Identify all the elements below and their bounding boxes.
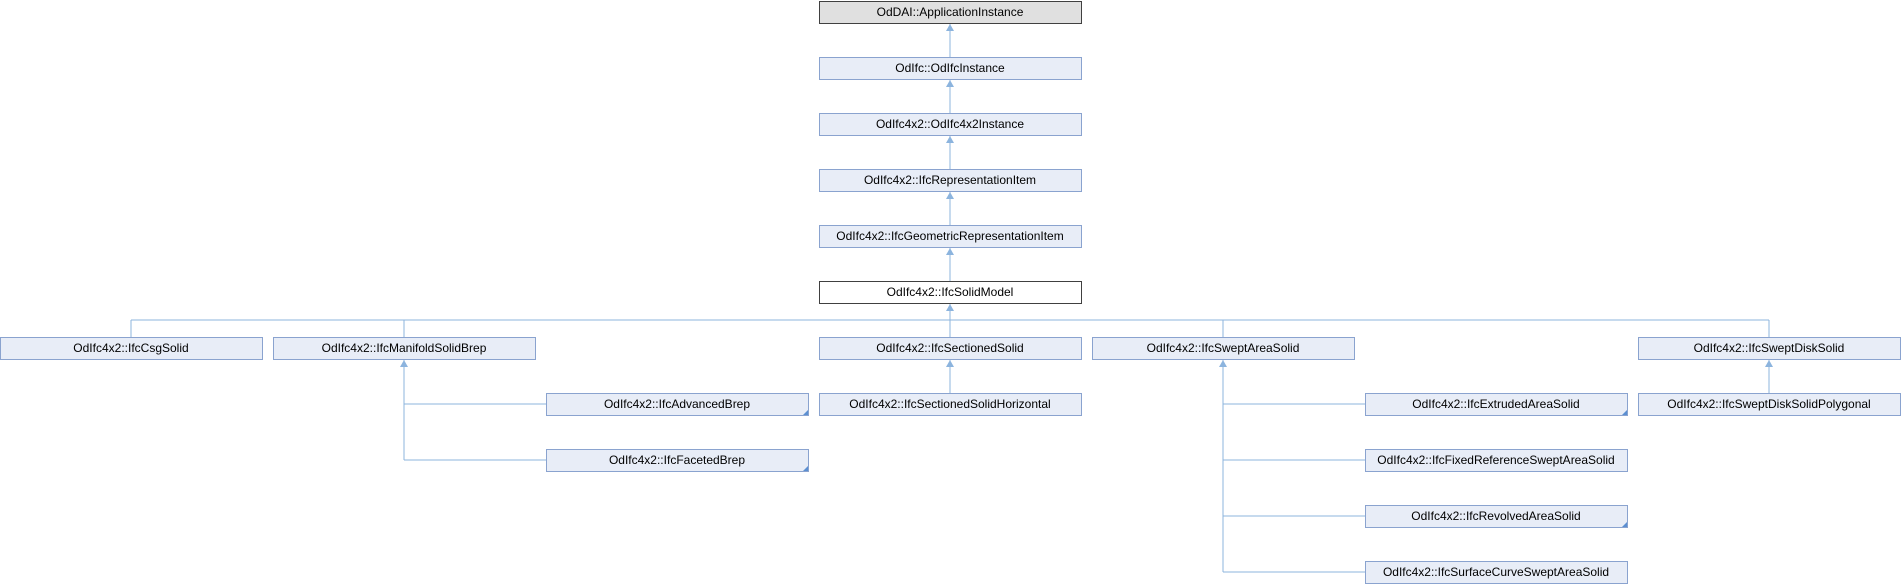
node-ifc4x2-instance[interactable]: OdIfc4x2::OdIfc4x2Instance — [819, 113, 1082, 136]
node-sectioned-solid-horizontal[interactable]: OdIfc4x2::IfcSectionedSolidHorizontal — [819, 393, 1082, 416]
node-csg-solid[interactable]: OdIfc4x2::IfcCsgSolid — [0, 337, 263, 360]
node-advanced-brep[interactable]: OdIfc4x2::IfcAdvancedBrep — [546, 393, 809, 416]
node-label: OdIfc4x2::IfcExtrudedAreaSolid — [1412, 397, 1579, 411]
node-faceted-brep[interactable]: OdIfc4x2::IfcFacetedBrep — [546, 449, 809, 472]
node-swept-area-solid[interactable]: OdIfc4x2::IfcSweptAreaSolid — [1092, 337, 1355, 360]
node-label: OdIfc4x2::IfcSurfaceCurveSweptAreaSolid — [1383, 565, 1609, 579]
node-label: OdIfc4x2::OdIfc4x2Instance — [876, 117, 1024, 131]
node-ifc-instance[interactable]: OdIfc::OdIfcInstance — [819, 57, 1082, 80]
has-subclasses-marker — [803, 410, 808, 415]
node-application-instance[interactable]: OdDAI::ApplicationInstance — [819, 1, 1082, 24]
node-manifold-solid-brep[interactable]: OdIfc4x2::IfcManifoldSolidBrep — [273, 337, 536, 360]
node-label: OdIfc4x2::IfcRevolvedAreaSolid — [1411, 509, 1580, 523]
has-subclasses-marker — [1622, 522, 1627, 527]
node-surface-curve-swept-area-solid[interactable]: OdIfc4x2::IfcSurfaceCurveSweptAreaSolid — [1365, 561, 1628, 584]
node-label: OdIfc4x2::IfcFixedReferenceSweptAreaSoli… — [1377, 453, 1614, 467]
node-label: OdIfc4x2::IfcSectionedSolidHorizontal — [849, 397, 1050, 411]
node-swept-disk-solid-polygonal[interactable]: OdIfc4x2::IfcSweptDiskSolidPolygonal — [1638, 393, 1901, 416]
node-label: OdIfc4x2::IfcSweptDiskSolid — [1694, 341, 1845, 355]
node-label: OdIfc::OdIfcInstance — [895, 61, 1005, 75]
edges — [130, 24, 1773, 573]
node-label: OdIfc4x2::IfcAdvancedBrep — [604, 397, 750, 411]
node-label: OdIfc4x2::IfcSolidModel — [887, 285, 1014, 299]
node-representation-item[interactable]: OdIfc4x2::IfcRepresentationItem — [819, 169, 1082, 192]
node-label: OdIfc4x2::IfcCsgSolid — [73, 341, 188, 355]
node-label: OdIfc4x2::IfcSweptAreaSolid — [1147, 341, 1300, 355]
node-label: OdIfc4x2::IfcSectionedSolid — [876, 341, 1023, 355]
node-label: OdIfc4x2::IfcRepresentationItem — [864, 173, 1036, 187]
has-subclasses-marker — [803, 466, 808, 471]
node-label: OdDAI::ApplicationInstance — [877, 5, 1024, 19]
node-extruded-area-solid[interactable]: OdIfc4x2::IfcExtrudedAreaSolid — [1365, 393, 1628, 416]
node-swept-disk-solid[interactable]: OdIfc4x2::IfcSweptDiskSolid — [1638, 337, 1901, 360]
node-fixed-reference-swept-area-solid[interactable]: OdIfc4x2::IfcFixedReferenceSweptAreaSoli… — [1365, 449, 1628, 472]
node-label: OdIfc4x2::IfcFacetedBrep — [609, 453, 745, 467]
node-solid-model[interactable]: OdIfc4x2::IfcSolidModel — [819, 281, 1082, 304]
node-label: OdIfc4x2::IfcSweptDiskSolidPolygonal — [1667, 397, 1870, 411]
node-label: OdIfc4x2::IfcGeometricRepresentationItem — [836, 229, 1063, 243]
node-revolved-area-solid[interactable]: OdIfc4x2::IfcRevolvedAreaSolid — [1365, 505, 1628, 528]
node-label: OdIfc4x2::IfcManifoldSolidBrep — [322, 341, 487, 355]
node-geometric-representation-item[interactable]: OdIfc4x2::IfcGeometricRepresentationItem — [819, 225, 1082, 248]
has-subclasses-marker — [1622, 410, 1627, 415]
node-sectioned-solid[interactable]: OdIfc4x2::IfcSectionedSolid — [819, 337, 1082, 360]
